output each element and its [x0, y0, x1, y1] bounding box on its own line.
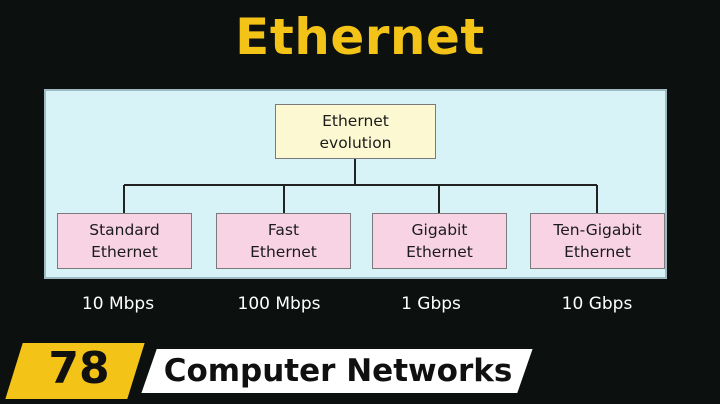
node-label-line2: Ethernet — [406, 243, 473, 261]
node-label-line2: Ethernet — [250, 243, 317, 261]
speed-label-standard: 10 Mbps — [81, 294, 155, 314]
series-name-badge — [138, 347, 536, 395]
series-name: Computer Networks — [163, 353, 513, 389]
node-label-line1: Standard — [89, 221, 160, 239]
video-title: Ethernet — [235, 8, 485, 66]
series-badge-shapes — [2, 341, 536, 401]
node-ten-gigabit-ethernet: Ten-Gigabit Ethernet — [530, 213, 665, 269]
episode-number: 78 — [48, 343, 110, 394]
node-ethernet-evolution: Ethernet evolution — [275, 104, 436, 159]
speed-label-fast: 100 Mbps — [237, 294, 321, 314]
node-label-line1: Fast — [267, 221, 300, 239]
node-label-line1: Gigabit — [411, 221, 468, 239]
episode-number-badge — [2, 341, 148, 401]
speed-label-gigabit: 1 Gbps — [401, 294, 461, 314]
node-fast-ethernet: Fast Ethernet — [216, 213, 351, 269]
node-label-line2: Ethernet — [91, 243, 158, 261]
node-label-line2: Ethernet — [564, 243, 631, 261]
node-label-line1: Ethernet — [322, 111, 389, 130]
node-label-line1: Ten-Gigabit — [553, 221, 642, 239]
node-gigabit-ethernet: Gigabit Ethernet — [372, 213, 507, 269]
speed-label-ten-gigabit: 10 Gbps — [561, 294, 633, 314]
node-label-line2: evolution — [319, 133, 392, 152]
node-standard-ethernet: Standard Ethernet — [57, 213, 192, 269]
